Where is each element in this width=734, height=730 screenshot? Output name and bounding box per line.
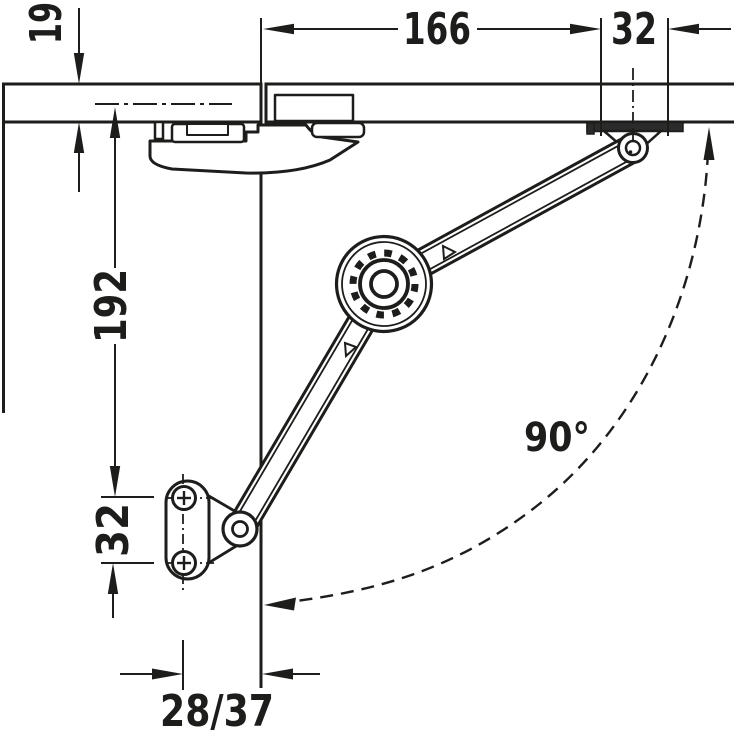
upper-arm-mark-icon — [441, 244, 458, 261]
dimension-32-left — [101, 562, 154, 618]
dim-arrow-up-icon — [109, 107, 121, 138]
dimension-166-32-top — [260, 18, 731, 142]
arm-hub — [334, 234, 434, 334]
hinge-body — [148, 123, 360, 175]
dim-arrow-down-icon — [109, 466, 121, 497]
swing-arc — [264, 127, 715, 611]
label-panel-thickness: 19 — [21, 2, 72, 44]
dim-arrow-right-icon — [152, 668, 183, 680]
hinge-ear — [153, 120, 165, 141]
dim-arrow-up-icon — [73, 122, 85, 153]
pivots — [221, 132, 649, 548]
hub-center-hole — [369, 269, 399, 299]
label-front-offset: 28/37 — [160, 686, 274, 730]
wall-bracket — [164, 474, 240, 590]
lower-arm-mark-icon — [343, 341, 358, 359]
dimension-19 — [73, 8, 85, 192]
label-mounting-height: 192 — [86, 269, 137, 343]
swing-arc-dashed-path — [271, 151, 710, 606]
hub-gear-teeth-icon — [349, 249, 419, 319]
hinge-flap-tab — [310, 121, 366, 139]
flap-pocket — [273, 93, 355, 123]
dimension-28-37 — [120, 640, 320, 690]
dim-arrow-left-icon — [668, 23, 699, 35]
label-screw-spacing: 32 — [88, 503, 139, 557]
dim-arrow-right-icon — [570, 23, 601, 35]
arc-arrow-left-icon — [264, 597, 296, 611]
hinge-housing — [148, 93, 366, 175]
top-pivot-dot — [628, 150, 633, 154]
label-opening-angle: 90° — [524, 415, 590, 461]
arc-arrow-up-icon — [703, 127, 715, 160]
dim-arrow-left-icon — [262, 668, 293, 680]
mounting-plate-hook — [586, 122, 595, 135]
hinge-cup-inner — [186, 123, 229, 136]
dimension-192 — [101, 107, 154, 498]
label-pivot-system: 32 — [611, 4, 657, 55]
dim-arrow-up-icon — [107, 563, 119, 594]
label-pivot-to-front: 166 — [403, 4, 471, 55]
top-pivot-inner — [624, 139, 642, 157]
lower-pivot-inner — [231, 520, 249, 538]
dim-arrow-down-icon — [73, 53, 85, 84]
hub-inner-edge — [341, 241, 427, 327]
dim-arrow-left-icon — [263, 23, 294, 35]
